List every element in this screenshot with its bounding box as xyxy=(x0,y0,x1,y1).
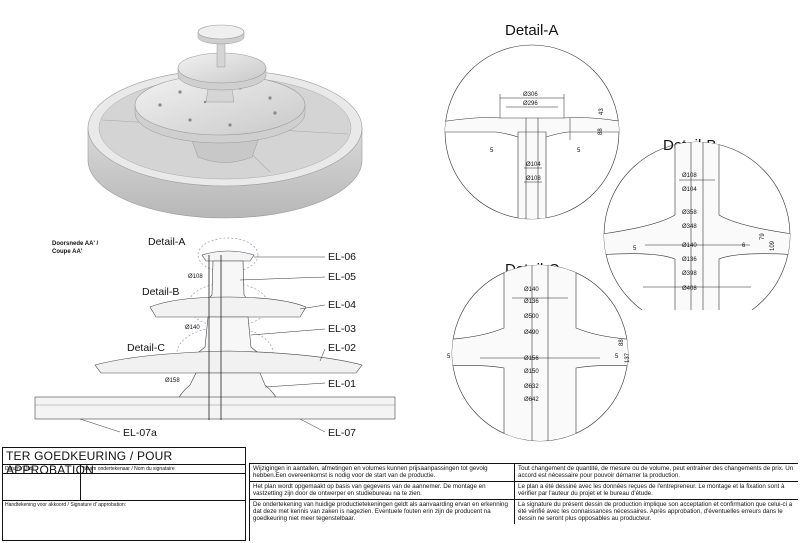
detail-a-dim-1: Ø296 xyxy=(523,101,538,107)
date-label: Datum / Date xyxy=(3,465,81,473)
detail-a: Detail-A Ø306 Ø296 43 88 5 5 Ø104 Ø108 xyxy=(444,22,620,220)
detail-c-dim-1: Ø136 xyxy=(524,299,539,305)
label-el-07: EL-07 xyxy=(328,427,356,439)
detail-a-dim-4: 5 xyxy=(490,148,494,154)
detail-c-dim-10: Ø632 xyxy=(524,384,539,390)
detail-c-dim-0: Ø140 xyxy=(524,287,539,293)
date-field[interactable] xyxy=(3,474,81,500)
label-el-01: EL-01 xyxy=(328,378,356,390)
detail-b-dim-4: 5 xyxy=(633,246,637,252)
note-fr-3: La signature du présent dessin de produc… xyxy=(518,500,793,523)
notes-table: Wijzigingen in aantallen, afmetingen en … xyxy=(249,463,798,541)
note-nl-3: De ondertekening van huidige productiete… xyxy=(250,499,515,524)
section-dim-140: Ø140 xyxy=(185,325,200,331)
detail-a-title: Detail-A xyxy=(505,22,558,39)
detail-b-dim-9: Ø136 xyxy=(682,257,697,263)
detail-a-dim-2: 43 xyxy=(599,108,605,115)
callout-detail-b: Detail-B xyxy=(142,286,179,298)
note-fr-1: Tout changement de quantité, de mesure o… xyxy=(518,465,794,480)
section-title-nl: Doorsnede AA' / xyxy=(52,241,99,247)
detail-b-dim-3: Ø348 xyxy=(682,224,697,230)
callout-detail-c: Detail-C xyxy=(127,342,165,354)
detail-b-dim-7: 109 xyxy=(770,240,776,251)
detail-b-dim-0: Ø108 xyxy=(682,173,697,179)
detail-a-dim-3: 88 xyxy=(598,128,604,135)
label-el-02: EL-02 xyxy=(328,342,356,354)
signature-label: Handtekening voor akkoord / Signature d'… xyxy=(5,502,127,508)
label-el-07a: EL-07a xyxy=(123,427,157,439)
detail-a-dim-6: Ø104 xyxy=(526,162,541,168)
label-el-05: EL-05 xyxy=(328,271,356,283)
detail-c-dim-4: 5 xyxy=(447,354,451,360)
detail-b-dim-10: Ø398 xyxy=(682,271,697,277)
detail-c-dim-5: 5 xyxy=(615,354,619,360)
detail-c-dim-9: Ø150 xyxy=(524,369,539,375)
detail-b-dim-1: Ø104 xyxy=(682,187,697,193)
detail-b-dim-5: 6 xyxy=(742,243,746,249)
label-el-04: EL-04 xyxy=(328,299,356,311)
section-dim-158: Ø158 xyxy=(165,378,180,384)
note-nl-2: Het plan wordt opgemaakt op basis van ge… xyxy=(250,481,515,499)
label-el-06: EL-06 xyxy=(328,251,356,263)
note-fr-2: Le plan a été dessiné avec les données r… xyxy=(518,482,785,498)
detail-b: Detail-B Ø108 Ø104 Ø358 Ø348 5 6 79 109 … xyxy=(603,137,791,310)
detail-c: Detail-C Ø140 Ø136 Ø500 Ø490 5 5 88 137 … xyxy=(447,261,631,442)
fountain-3d-render xyxy=(87,24,363,219)
detail-c-dim-2: Ø500 xyxy=(524,314,539,320)
detail-a-dim-5: 5 xyxy=(577,148,581,154)
detail-a-dim-7: Ø108 xyxy=(526,176,541,182)
section-view: Doorsnede AA' / Coupe AA' Detail-A Detai… xyxy=(34,236,396,439)
signatory-name-label: Naam ondertekenaar / Nom du signataire xyxy=(83,466,175,472)
callout-detail-a: Detail-A xyxy=(148,236,185,248)
detail-c-dim-3: Ø490 xyxy=(524,330,539,336)
detail-b-dim-2: Ø358 xyxy=(682,210,697,216)
note-nl-1: Wijzigingen in aantallen, afmetingen en … xyxy=(250,464,515,481)
detail-c-dim-6: 88 xyxy=(619,339,625,346)
detail-c-dim-8: Ø156 xyxy=(524,356,539,362)
detail-b-dim-6: 79 xyxy=(760,233,766,240)
section-dim-108: Ø108 xyxy=(188,274,203,280)
detail-c-dim-7: 137 xyxy=(625,352,631,363)
detail-c-dim-11: Ø642 xyxy=(524,397,539,403)
approval-box: TER GOEDKEURING / POUR APPROBATION Datum… xyxy=(2,447,246,541)
approval-title: TER GOEDKEURING / POUR APPROBATION xyxy=(3,448,245,477)
label-el-03: EL-03 xyxy=(328,323,356,335)
section-title-fr: Coupe AA' xyxy=(52,249,83,255)
detail-b-dim-8: Ø140 xyxy=(682,243,697,249)
signatory-name-field[interactable] xyxy=(81,474,245,500)
detail-a-dim-0: Ø306 xyxy=(523,92,538,98)
detail-b-dim-11: Ø408 xyxy=(682,286,697,292)
